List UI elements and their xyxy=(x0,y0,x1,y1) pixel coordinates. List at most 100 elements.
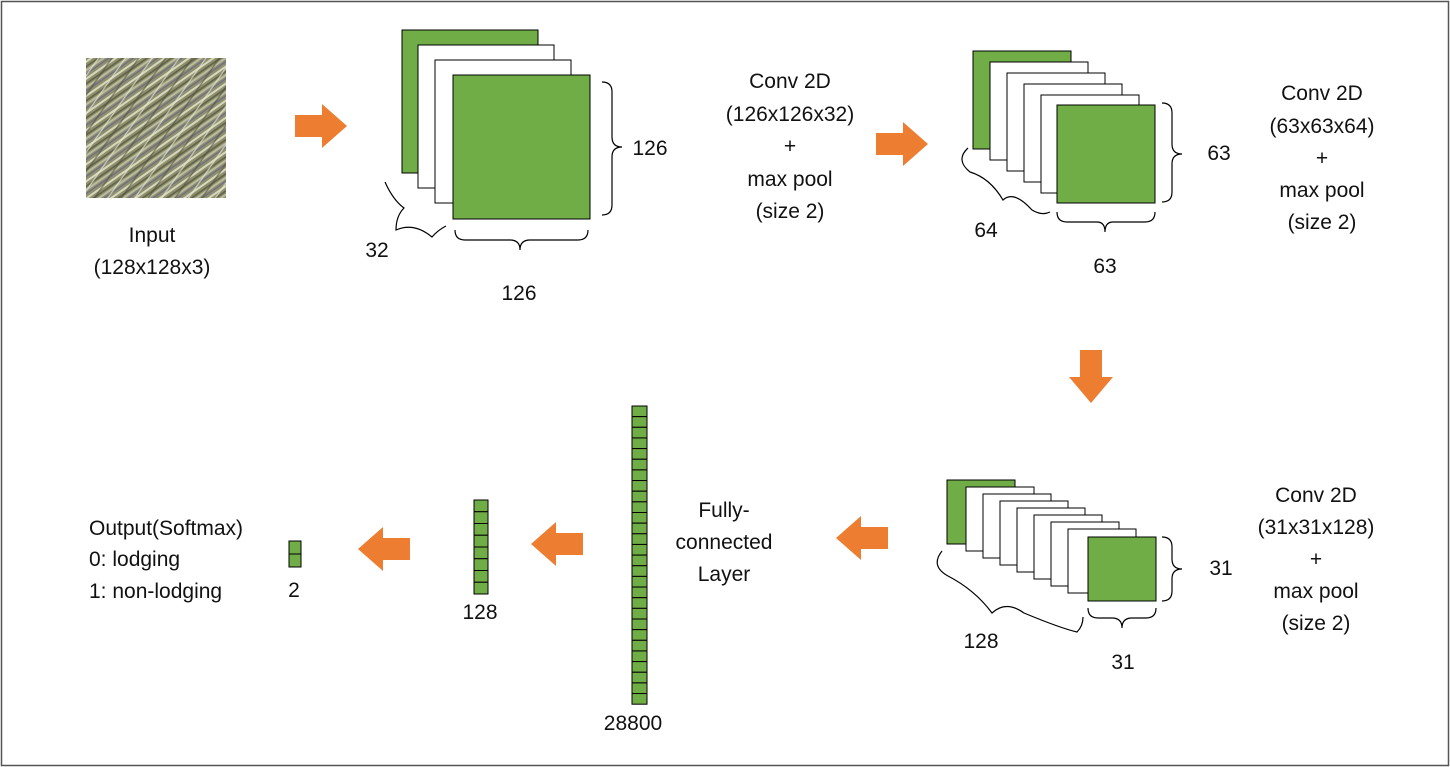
svg-text:Fully-: Fully- xyxy=(698,499,749,522)
conv3-width-label: 31 xyxy=(1111,651,1134,674)
conv2-feature-maps xyxy=(972,50,1156,204)
vector-cell xyxy=(631,629,648,641)
vector-cell xyxy=(631,682,648,695)
vector-cell xyxy=(631,671,648,684)
arrow-icon xyxy=(836,516,888,560)
fully-connected-label: Fully- connected Layer xyxy=(676,499,773,586)
vector-cell xyxy=(473,499,489,513)
conv2-width-label: 63 xyxy=(1093,255,1116,278)
svg-text:(size 2): (size 2) xyxy=(756,200,825,223)
svg-text:(31x31x128): (31x31x128) xyxy=(1258,516,1375,539)
dense-size-label: 128 xyxy=(462,601,497,624)
vector-cell xyxy=(631,405,648,418)
conv3-feature-maps xyxy=(946,479,1157,602)
vector-cell xyxy=(631,618,648,631)
vector-cell xyxy=(631,586,648,599)
arrow-icon xyxy=(358,527,410,571)
conv1-width-label: 126 xyxy=(501,282,536,305)
vector-cell xyxy=(288,553,302,568)
conv1-height-brace xyxy=(601,81,623,216)
vector-cell xyxy=(473,570,489,583)
conv3-op-text: Conv 2D (31x31x128) + max pool (size 2) xyxy=(1258,484,1375,635)
vector-cell xyxy=(631,448,648,460)
svg-text:Layer: Layer xyxy=(698,563,751,586)
output-class-1: 1: non-lodging xyxy=(89,580,222,603)
input-shape: (128x128x3) xyxy=(94,256,211,279)
vector-cell xyxy=(631,639,648,652)
arrow-icon xyxy=(1069,350,1113,403)
conv1-feature-maps xyxy=(401,29,591,220)
svg-text:(size 2): (size 2) xyxy=(1282,612,1351,635)
svg-text:+: + xyxy=(1316,147,1328,170)
flattened-vector xyxy=(631,405,648,705)
vector-cell xyxy=(631,426,648,439)
vector-cell xyxy=(288,540,302,555)
svg-text:+: + xyxy=(784,135,796,158)
conv2-height-label: 63 xyxy=(1207,142,1230,165)
vector-cell xyxy=(631,480,648,492)
vector-cell xyxy=(631,522,648,535)
svg-text:(126x126x32): (126x126x32) xyxy=(726,103,854,126)
svg-text:Conv 2D: Conv 2D xyxy=(1281,82,1363,105)
vector-cell xyxy=(631,661,648,673)
svg-text:max pool: max pool xyxy=(1273,580,1358,603)
vector-cell xyxy=(473,546,489,560)
conv2-op-text: Conv 2D (63x63x64) + max pool (size 2) xyxy=(1269,82,1374,234)
conv1-depth-brace xyxy=(384,181,447,238)
conv2-depth-label: 64 xyxy=(974,219,998,242)
dense-vector xyxy=(473,499,489,595)
output-title: Output(Softmax) xyxy=(89,517,243,540)
flattened-size-label: 28800 xyxy=(604,712,662,735)
svg-text:+: + xyxy=(1310,548,1322,571)
output-vector xyxy=(288,540,302,568)
vector-cell xyxy=(631,458,648,471)
svg-text:max pool: max pool xyxy=(747,168,832,191)
conv1-op-text: Conv 2D (126x126x32) + max pool (size 2) xyxy=(726,70,854,223)
vector-cell xyxy=(473,534,489,548)
vector-cell xyxy=(631,490,648,503)
conv1-width-brace xyxy=(454,229,589,251)
vector-cell xyxy=(631,607,648,620)
conv3-depth-brace xyxy=(936,550,1084,633)
vector-cell xyxy=(631,469,648,482)
vector-cell xyxy=(631,565,648,577)
svg-text:Conv 2D: Conv 2D xyxy=(749,70,831,93)
svg-text:connected: connected xyxy=(676,531,773,554)
arrow-icon xyxy=(295,104,347,148)
svg-text:(size 2): (size 2) xyxy=(1288,211,1357,234)
vector-cell xyxy=(631,501,648,514)
svg-text:max pool: max pool xyxy=(1279,179,1364,202)
conv2-height-brace xyxy=(1161,102,1183,203)
output-size-label: 2 xyxy=(288,579,300,602)
input-label: Input xyxy=(129,224,176,247)
arrow-icon xyxy=(876,122,928,166)
vector-cell xyxy=(631,533,648,545)
input-image xyxy=(86,58,226,198)
vector-cell xyxy=(631,416,648,428)
conv3-width-brace xyxy=(1087,607,1157,629)
vector-cell xyxy=(631,543,648,556)
conv1-height-label: 126 xyxy=(632,137,667,160)
output-class-0: 0: lodging xyxy=(89,548,180,571)
conv2-depth-brace xyxy=(961,147,1051,215)
vector-cell xyxy=(473,511,489,524)
svg-text:(63x63x64): (63x63x64) xyxy=(1269,115,1374,138)
vector-cell xyxy=(631,575,648,588)
conv3-depth-label: 128 xyxy=(963,630,998,653)
vector-cell xyxy=(631,512,648,524)
conv1-depth-label: 32 xyxy=(365,239,388,262)
vector-cell xyxy=(631,650,648,663)
vector-cell xyxy=(631,554,648,567)
vector-cell xyxy=(631,597,648,609)
conv3-height-brace xyxy=(1161,536,1183,602)
arrow-icon xyxy=(531,522,583,566)
conv2-width-brace xyxy=(1056,211,1156,233)
vector-cell xyxy=(631,693,648,705)
svg-text:Conv 2D: Conv 2D xyxy=(1275,484,1357,507)
vector-cell xyxy=(473,558,489,571)
vector-cell xyxy=(631,437,648,450)
vector-cell xyxy=(473,581,489,595)
vector-cell xyxy=(473,523,489,536)
